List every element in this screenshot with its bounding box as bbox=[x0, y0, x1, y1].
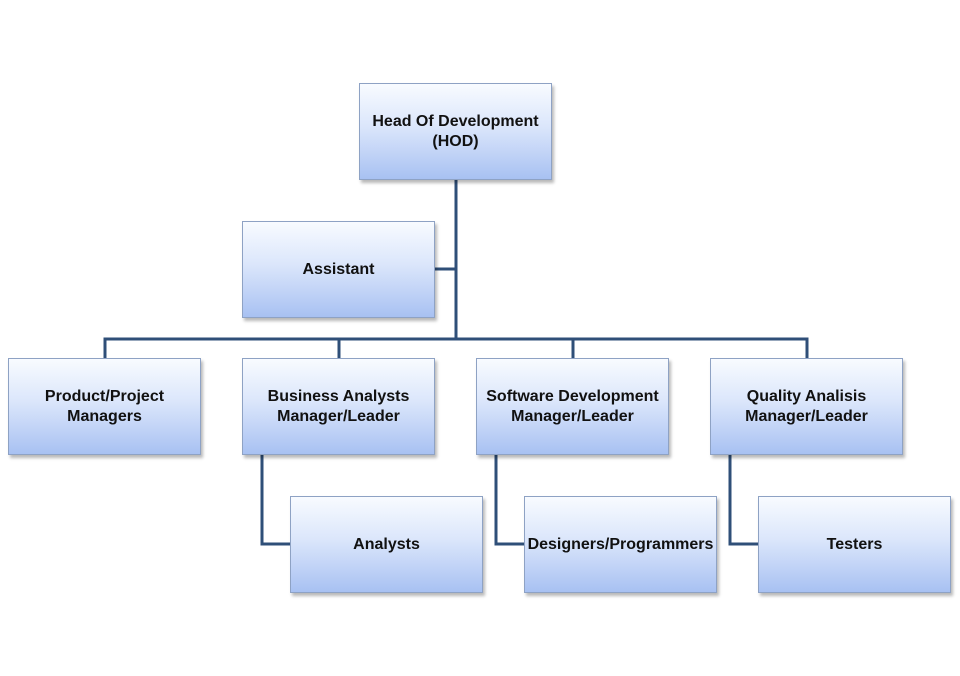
node-designers-programmers: Designers/Programmers bbox=[524, 496, 717, 593]
node-software-development-leader: Software Development Manager/Leader bbox=[476, 358, 669, 455]
connector-qa-testers bbox=[728, 453, 760, 546]
node-label: Head Of Development (HOD) bbox=[372, 112, 539, 150]
connector-ba-analysts bbox=[260, 453, 292, 546]
node-label: Testers bbox=[826, 535, 883, 553]
node-assistant: Assistant bbox=[242, 221, 435, 318]
node-head-of-development: Head Of Development (HOD) bbox=[359, 83, 552, 180]
node-label: Designers/Programmers bbox=[527, 535, 714, 553]
node-label: Analysts bbox=[353, 535, 420, 553]
node-business-analysts-leader: Business Analysts Manager/Leader bbox=[242, 358, 435, 455]
node-label: Business Analysts Manager/Leader bbox=[267, 387, 410, 425]
node-label: Quality Analisis Manager/Leader bbox=[745, 387, 868, 425]
node-label: Product/Project Managers bbox=[44, 387, 165, 425]
node-label: Software Development Manager/Leader bbox=[486, 387, 659, 425]
node-testers: Testers bbox=[758, 496, 951, 593]
node-label: Assistant bbox=[302, 260, 375, 278]
node-analysts: Analysts bbox=[290, 496, 483, 593]
node-quality-analisis-leader: Quality Analisis Manager/Leader bbox=[710, 358, 903, 455]
connector-sd-designers bbox=[494, 453, 526, 546]
node-product-project-managers: Product/Project Managers bbox=[8, 358, 201, 455]
